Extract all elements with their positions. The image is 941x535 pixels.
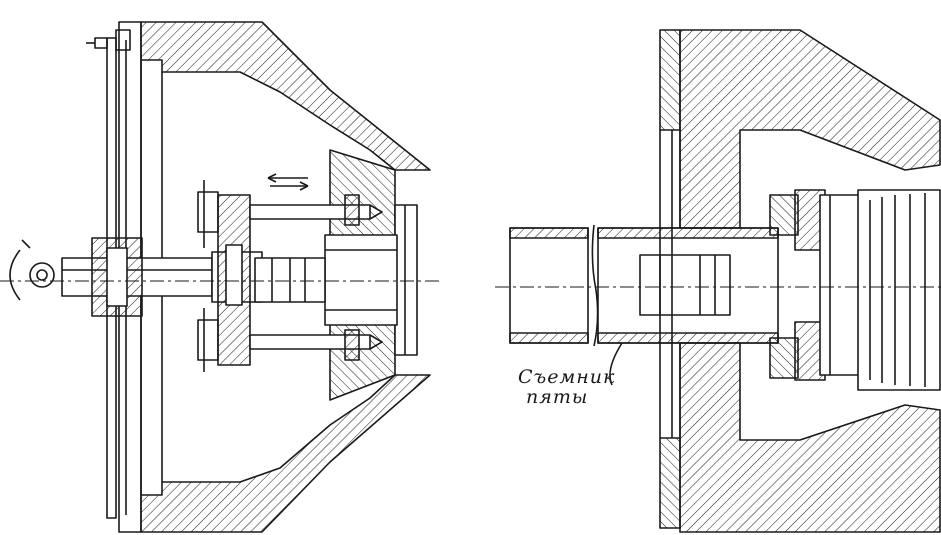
left-view: [0, 21, 440, 533]
callout-leader: [609, 342, 623, 386]
housing-right-upper: [679, 29, 941, 229]
puller-label-line2: пяты: [526, 386, 589, 408]
puller-label-line1: Съемник: [518, 366, 616, 388]
housing-upper: [140, 21, 431, 171]
housing-lower: [140, 374, 431, 533]
housing-right-lower: [679, 342, 941, 533]
right-view: [495, 29, 941, 533]
